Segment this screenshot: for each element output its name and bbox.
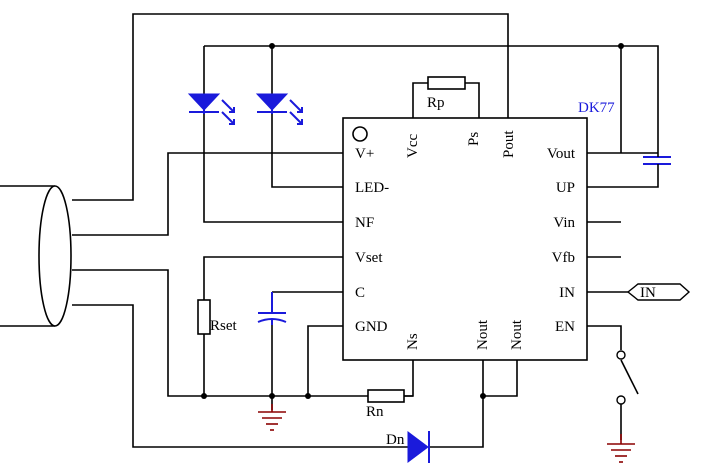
- led-2: [255, 93, 303, 125]
- cable-connector: [0, 185, 72, 327]
- pin-label-vfb: Vfb: [552, 250, 575, 266]
- pin-label-vplus: V+: [355, 146, 374, 162]
- resistor-rset: Rset: [197, 299, 238, 335]
- pin-label-nf: NF: [355, 215, 374, 231]
- rp-label: Rp: [427, 95, 445, 111]
- pin-label-vcc: Vcc: [405, 134, 421, 158]
- pin-label-ns: Ns: [405, 333, 421, 350]
- pin-label-ps: Ps: [466, 132, 482, 146]
- pin1-marker: [352, 126, 368, 142]
- pin-label-pout: Pout: [501, 130, 517, 158]
- resistor-rp: Rp: [427, 76, 466, 111]
- pin-label-up: UP: [556, 180, 575, 196]
- pin-label-vout: Vout: [547, 146, 576, 162]
- pin-label-nout-2: Nout: [509, 319, 525, 350]
- switch-en: [616, 350, 639, 405]
- pin-label-vset: Vset: [355, 250, 383, 266]
- resistor-rn: Rn: [366, 389, 405, 420]
- ground-symbol-left: [258, 404, 286, 431]
- pin-label-en: EN: [555, 319, 575, 335]
- diode-dn: Dn: [386, 431, 430, 463]
- junction-dots: [201, 43, 624, 399]
- chip-body: [342, 117, 588, 361]
- led-1: [187, 93, 235, 125]
- ground-symbol-right: [607, 434, 635, 463]
- pin-label-c: C: [355, 285, 365, 301]
- rset-label: Rset: [210, 318, 238, 334]
- pin-label-nout-1: Nout: [475, 319, 491, 350]
- rn-label: Rn: [366, 404, 384, 420]
- dn-label: Dn: [386, 432, 405, 448]
- pin-label-vin: Vin: [553, 215, 575, 231]
- capacitor-up: [643, 153, 671, 168]
- pin-label-led: LED-: [355, 180, 389, 196]
- chip-name: DK77: [578, 100, 615, 116]
- pin-label-gnd: GND: [355, 319, 388, 335]
- capacitor-c: [257, 292, 287, 325]
- in-port-label: IN: [640, 285, 656, 301]
- in-port: IN: [626, 283, 691, 301]
- pin-label-in: IN: [559, 285, 575, 301]
